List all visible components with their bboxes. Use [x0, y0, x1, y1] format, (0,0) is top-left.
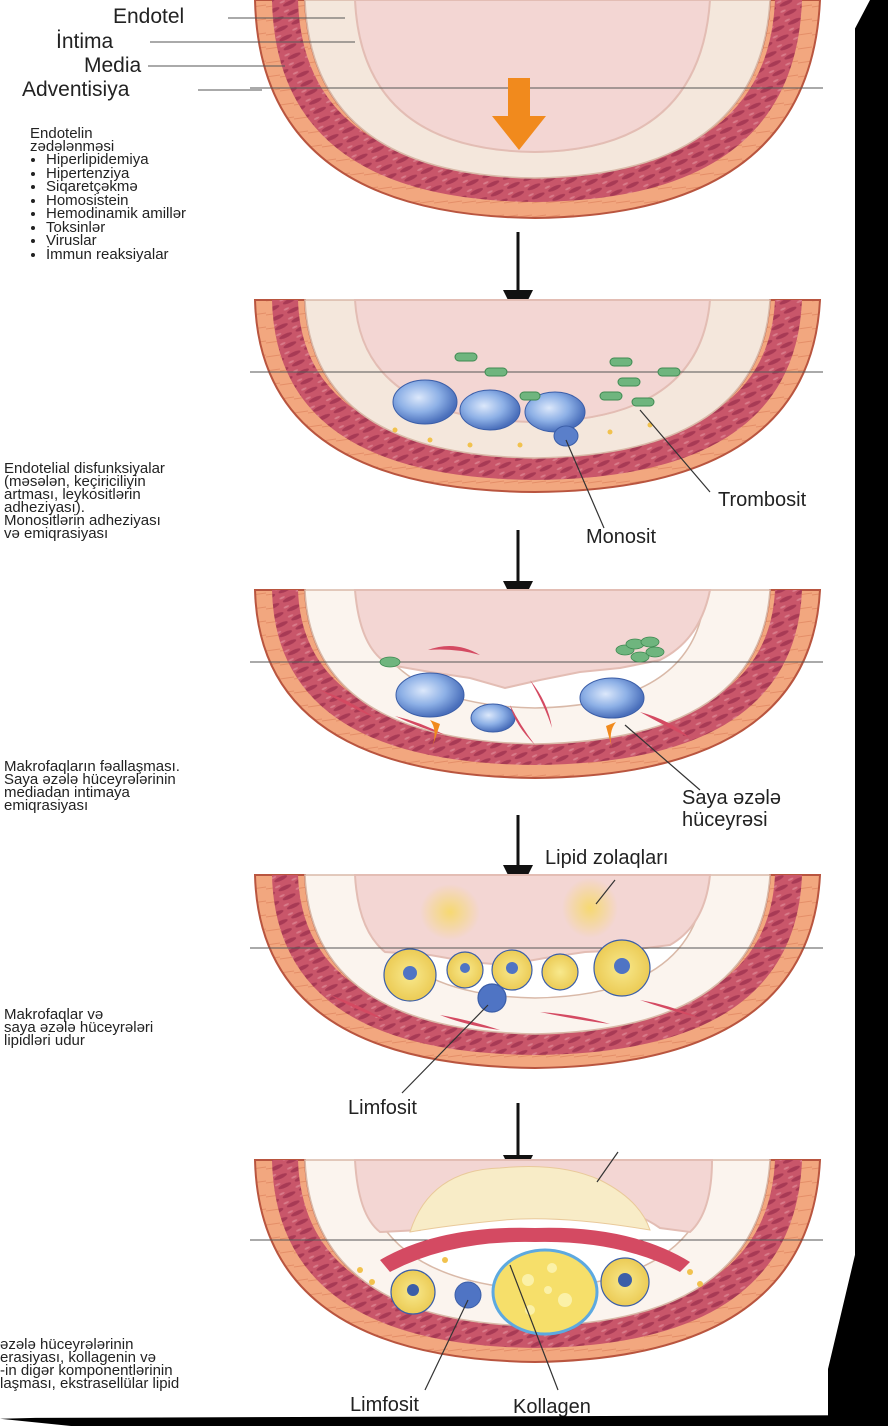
stage-2-caption: Endotelial disfunksiyalar (məsələn, keçi… — [4, 462, 165, 540]
label-lipid-zolaqlari: Lipid zolaqları — [545, 848, 668, 868]
stage-1-heading: Endotelin zədələnməsi — [30, 127, 114, 153]
stage-3-caption: Makrofaqların fəallaşması. Saya əzələ hü… — [4, 760, 180, 812]
label-limfosit-2: Limfosit — [350, 1395, 419, 1415]
label-endotel: Endotel — [113, 6, 184, 28]
vessel-stage-4 — [250, 875, 823, 1093]
vessel-stage-1 — [148, 0, 823, 218]
label-monosit: Monosit — [586, 527, 656, 547]
label-intima: İntima — [56, 31, 113, 53]
vessel-stage-5 — [250, 1152, 823, 1390]
bullet-item: İmmun reaksiyalar — [46, 248, 186, 262]
label-adventisiya: Adventisiya — [22, 79, 129, 101]
stage-1-bullets: Hiperlipidemiya Hipertenziya Siqaretçəkm… — [30, 153, 186, 261]
label-saya-ezele: Saya əzələ hüceyrəsi — [682, 787, 781, 831]
stage-5-caption: əzələ hüceyrələrinin erasiyası, kollagen… — [0, 1338, 179, 1390]
label-kollagen: Kollagen — [513, 1397, 591, 1417]
stage-4-caption: Makrofaqlar və saya əzələ hüceyrələri li… — [4, 1008, 153, 1047]
label-media: Media — [84, 55, 141, 77]
label-limfosit-1: Limfosit — [348, 1098, 417, 1118]
vessel-stage-3 — [250, 590, 823, 790]
label-trombosit: Trombosit — [718, 490, 806, 510]
